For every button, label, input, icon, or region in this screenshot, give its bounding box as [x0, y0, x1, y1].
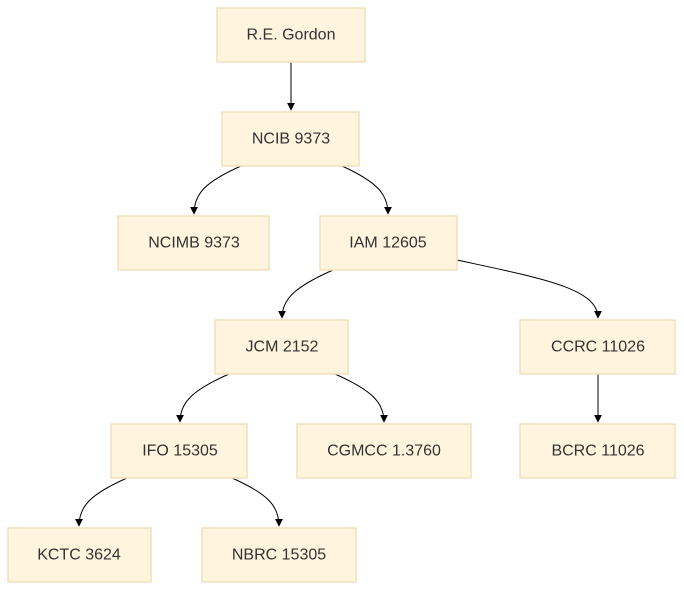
edge-ifo-to-nbrc [231, 477, 283, 527]
node-iam: IAM 12605 [319, 215, 458, 271]
node-ncib: NCIB 9373 [221, 111, 360, 167]
node-label: IAM 12605 [349, 235, 426, 252]
node-label: CCRC 11026 [551, 339, 645, 356]
node-ncimb: NCIMB 9373 [117, 215, 270, 271]
node-box [117, 215, 270, 271]
node-label: NCIB 9373 [252, 131, 330, 148]
node-box [7, 527, 152, 583]
node-label: NBRC 15305 [232, 547, 326, 564]
node-box [214, 319, 349, 375]
node-label: R.E. Gordon [247, 27, 336, 44]
edge-jcm-to-cgmcc [334, 373, 388, 423]
node-nbrc: NBRC 15305 [201, 527, 357, 583]
edge-ifo-to-kctc [75, 477, 128, 527]
node-box [519, 319, 676, 375]
node-box [201, 527, 357, 583]
node-box [296, 423, 472, 479]
node-kctc: KCTC 3624 [7, 527, 152, 583]
edge-ncib-to-iam [341, 165, 392, 215]
edges [75, 62, 602, 527]
node-gordon: R.E. Gordon [216, 7, 366, 63]
edge-iam-to-ccrc [456, 259, 602, 319]
edge-ncib-to-ncimb [190, 165, 242, 215]
node-label: CGMCC 1.3760 [327, 443, 441, 460]
node-ccrc: CCRC 11026 [519, 319, 676, 375]
node-label: NCIMB 9373 [148, 235, 240, 252]
edge-jcm-to-ifo [176, 373, 230, 423]
node-jcm: JCM 2152 [214, 319, 349, 375]
node-box [110, 423, 248, 479]
node-bcrc: BCRC 11026 [519, 423, 676, 479]
node-box [319, 215, 458, 271]
node-cgmcc: CGMCC 1.3760 [296, 423, 472, 479]
node-label: JCM 2152 [246, 339, 319, 356]
node-label: IFO 15305 [142, 443, 218, 460]
node-label: KCTC 3624 [37, 547, 121, 564]
node-ifo: IFO 15305 [110, 423, 248, 479]
node-label: BCRC 11026 [551, 443, 644, 460]
node-box [216, 7, 366, 63]
node-box [519, 423, 676, 479]
edge-iam-to-jcm [278, 269, 334, 319]
node-box [221, 111, 360, 167]
